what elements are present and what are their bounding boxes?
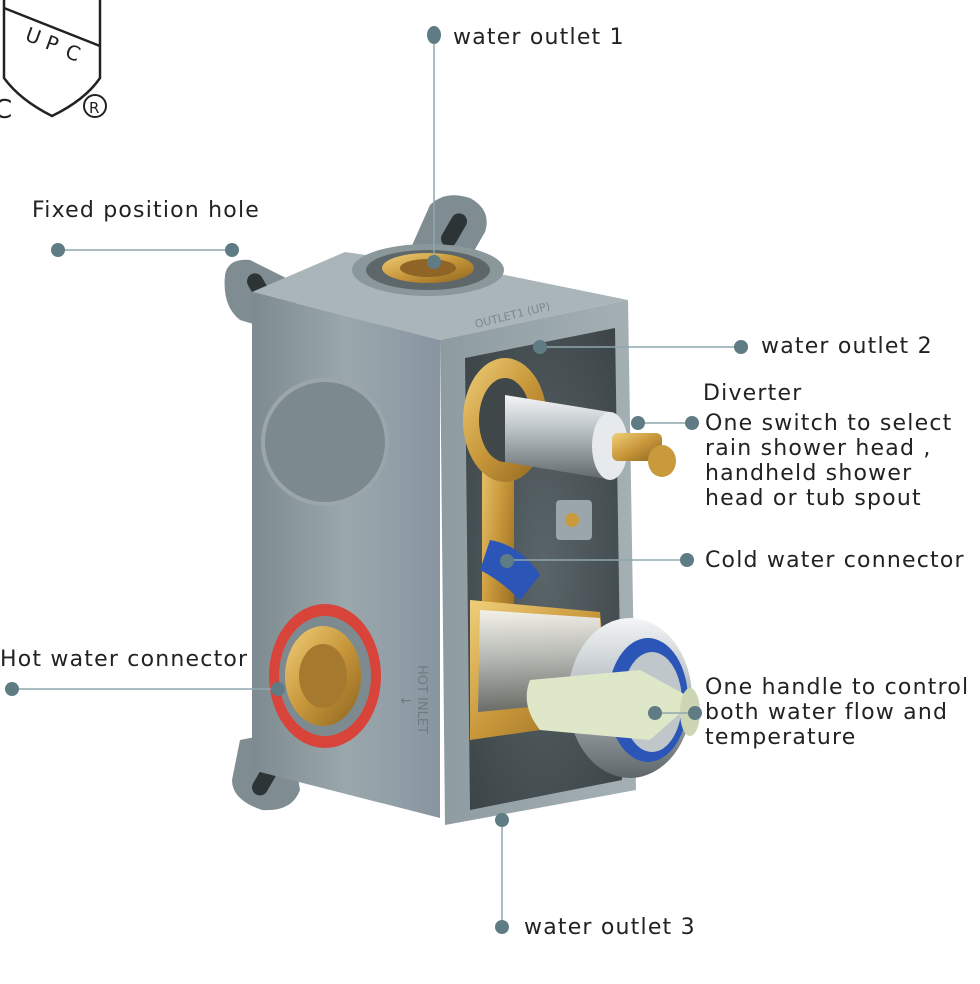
svg-text:←: ← — [400, 693, 412, 709]
diverter-line-1: One switch to select — [705, 411, 953, 436]
dot-diverter — [685, 416, 699, 430]
handle-line-3: temperature — [705, 725, 857, 750]
dot-water-outlet-3-target — [495, 813, 509, 827]
diverter-line-2: rain shower head , — [705, 436, 932, 461]
dot-diverter-target — [631, 416, 645, 430]
dot-water-outlet-1 — [427, 26, 441, 44]
label-water-outlet-2: water outlet 2 — [761, 334, 933, 359]
dot-cold-water — [680, 553, 694, 567]
handle-line-1: One handle to control — [705, 675, 970, 700]
label-hot-water-connector: Hot water connector — [0, 647, 249, 672]
svg-text:P: P — [42, 30, 62, 57]
svg-text:R: R — [89, 99, 99, 117]
label-diverter-title: Diverter — [703, 381, 803, 406]
mounting-ear-top-right — [410, 195, 487, 258]
dot-handle — [688, 706, 702, 720]
svg-text:U: U — [22, 22, 44, 50]
valve-internals — [463, 358, 700, 778]
callout-dots — [5, 26, 748, 934]
label-handle-description: One handle to control both water flow an… — [705, 675, 969, 750]
svg-text:C: C — [0, 95, 12, 125]
diverter-line-4: head or tub spout — [705, 486, 922, 511]
dot-fixed-position-hole-left — [51, 243, 65, 257]
dot-water-outlet-3 — [495, 920, 509, 934]
dot-hot-water — [5, 682, 19, 696]
hot-inlet-port: HOT INLET ← — [269, 604, 429, 748]
dot-water-outlet-1-target — [427, 255, 441, 269]
dot-hot-water-target — [271, 682, 285, 696]
svg-text:HOT INLET: HOT INLET — [414, 665, 429, 734]
diverter-line-3: handheld shower — [705, 461, 913, 486]
dot-water-outlet-2 — [734, 340, 748, 354]
dot-fixed-position-hole-target — [225, 243, 239, 257]
label-fixed-position-hole: Fixed position hole — [32, 198, 260, 223]
dot-handle-target — [648, 706, 662, 720]
leader-lines — [12, 35, 740, 926]
label-water-outlet-3: water outlet 3 — [524, 915, 696, 940]
label-cold-water-connector: Cold water connector — [705, 548, 965, 573]
dot-water-outlet-2-target — [533, 340, 547, 354]
label-water-outlet-1: water outlet 1 — [453, 25, 625, 50]
svg-text:C: C — [62, 39, 83, 66]
handle-line-2: both water flow and — [705, 700, 949, 725]
dot-cold-water-target — [500, 554, 514, 568]
upc-certification-mark: U P C R C — [0, 0, 107, 125]
label-diverter-description: One switch to select rain shower head , … — [705, 411, 952, 511]
